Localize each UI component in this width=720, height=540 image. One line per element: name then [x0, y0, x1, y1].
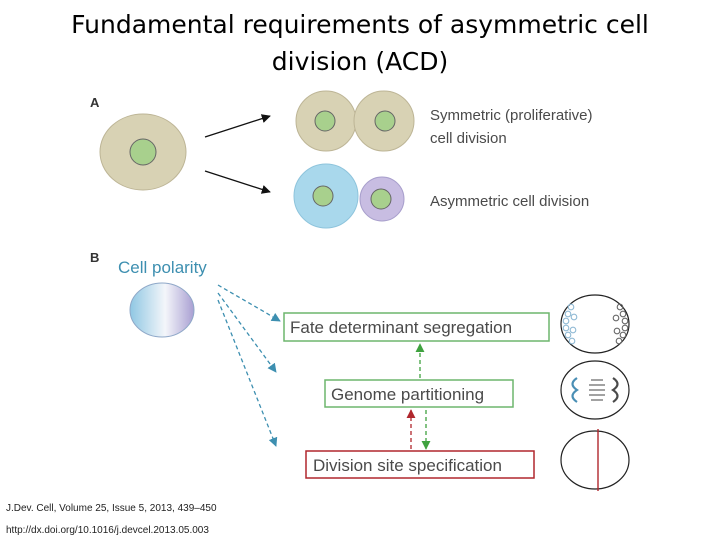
- genome-box: Genome partitioning: [324, 379, 514, 408]
- asymmetric-label: Asymmetric cell division: [430, 193, 589, 210]
- panel-a-label: A: [90, 95, 100, 110]
- arrow-to-symmetric: [204, 114, 271, 138]
- fate-segregation-cell: [560, 294, 630, 354]
- fate-label: Fate determinant segregation: [290, 318, 512, 337]
- citation-doi-link[interactable]: http://dx.doi.org/10.1016/j.devcel.2013.…: [6, 525, 209, 536]
- genome-label: Genome partitioning: [331, 385, 484, 404]
- genome-partitioning-cell: [560, 360, 630, 420]
- division-site-label: Division site specification: [313, 456, 502, 475]
- polarity-arrows: [217, 284, 281, 447]
- symmetric-daughter-cells: [295, 90, 415, 152]
- panel-b-label: B: [90, 250, 99, 265]
- division-site-box: Division site specification: [305, 450, 535, 479]
- title-line-1: Fundamental requirements of asymmetric c…: [71, 10, 649, 39]
- arrow-to-asymmetric: [204, 170, 271, 194]
- symmetric-label-line-2: cell division: [430, 130, 507, 147]
- title-line-2: division (ACD): [271, 47, 449, 76]
- page-title: Fundamental requirements of asymmetric c…: [0, 6, 720, 80]
- polarity-arrow-genome: [217, 292, 277, 373]
- division-site-cell: [560, 429, 630, 491]
- polarity-arrow-division: [217, 299, 278, 447]
- polarity-arrow-fate: [217, 284, 281, 322]
- polarized-cell: [129, 282, 195, 338]
- citation-journal: J.Dev. Cell, Volume 25, Issue 5, 2013, 4…: [6, 503, 217, 514]
- fate-box: Fate determinant segregation: [283, 312, 550, 342]
- symmetric-label-line-1: Symmetric (proliferative): [430, 107, 593, 124]
- cell-polarity-label: Cell polarity: [118, 258, 207, 277]
- mother-cell: [99, 113, 187, 191]
- asymmetric-daughter-cells: [293, 163, 405, 229]
